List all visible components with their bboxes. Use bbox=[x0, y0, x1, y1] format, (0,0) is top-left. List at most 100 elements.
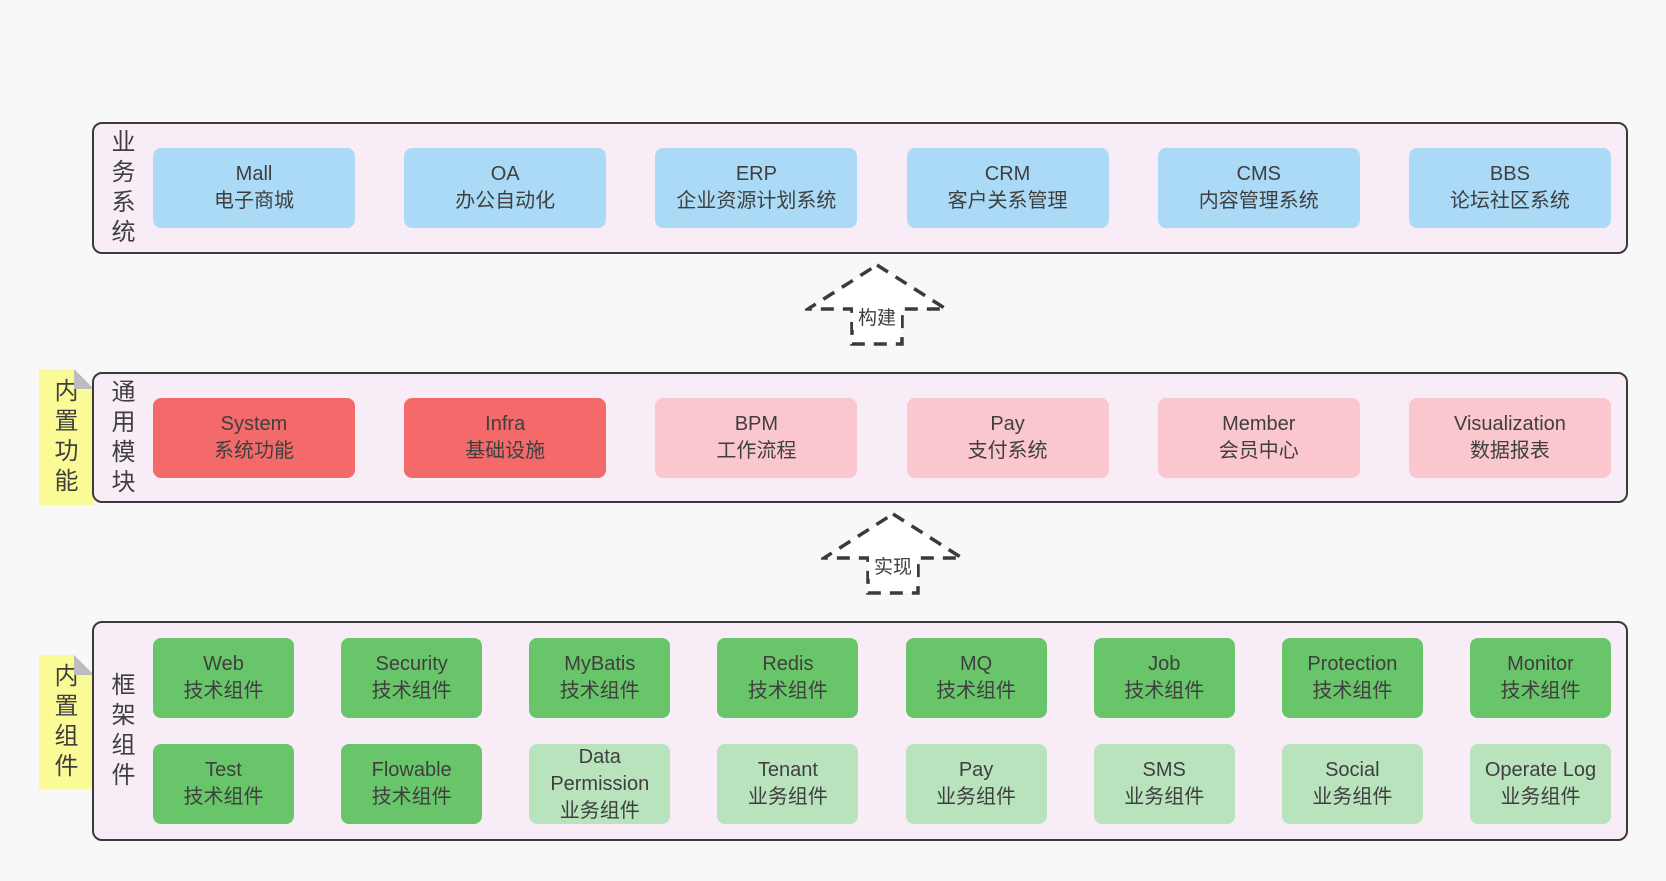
box-flowable: Flowable 技术组件 bbox=[341, 744, 483, 824]
box-oa: OA 办公自动化 bbox=[404, 148, 607, 228]
box-title: Data Permission bbox=[550, 745, 650, 795]
box-bbs: BBS 论坛社区系统 bbox=[1408, 148, 1611, 228]
arrow-build-label: 构建 bbox=[852, 303, 902, 330]
box-cms: CMS 内容管理系统 bbox=[1157, 148, 1360, 228]
box-title: BPM bbox=[734, 412, 779, 435]
box-title: System bbox=[220, 412, 288, 435]
box-subtitle: 基础设施 bbox=[465, 439, 546, 462]
box-subtitle: 业务组件 bbox=[936, 786, 1017, 808]
components-rows: Web 技术组件 Security 技术组件 MyBatis 技术组件 Redi… bbox=[153, 623, 1626, 839]
box-system: System 系统功能 bbox=[153, 397, 355, 478]
box-subtitle: 内容管理系统 bbox=[1198, 190, 1319, 212]
box-infra: Infra 基础设施 bbox=[404, 397, 607, 478]
box-operate-log: Operate Log 业务组件 bbox=[1469, 744, 1611, 824]
box-title: Operate Log bbox=[1484, 759, 1597, 781]
box-title: Member bbox=[1222, 412, 1296, 435]
box-title: Mall bbox=[235, 163, 273, 185]
box-subtitle: 电子商城 bbox=[214, 190, 294, 212]
box-title: Monitor bbox=[1507, 653, 1574, 675]
box-title: SMS bbox=[1142, 759, 1186, 781]
panel-framework-components: 框架组件 Web 技术组件 Security 技术组件 MyBatis 技术组件… bbox=[92, 621, 1628, 841]
box-title: Pay bbox=[990, 412, 1025, 435]
box-title: CRM bbox=[984, 163, 1031, 185]
box-subtitle: 客户关系管理 bbox=[947, 190, 1068, 212]
box-mq: MQ 技术组件 bbox=[905, 638, 1047, 718]
box-subtitle: 技术组件 bbox=[371, 786, 452, 808]
box-title: Tenant bbox=[757, 759, 818, 781]
box-subtitle: 业务组件 bbox=[1124, 786, 1205, 808]
box-sms: SMS 业务组件 bbox=[1093, 744, 1235, 824]
box-title: ERP bbox=[735, 163, 777, 185]
box-member: Member 会员中心 bbox=[1157, 397, 1360, 478]
box-mall: Mall 电子商城 bbox=[153, 148, 355, 228]
panel-common-modules: 通用模块 System 系统功能 Infra 基础设施 BPM 工作流程 Pay… bbox=[92, 372, 1628, 503]
arrow-implement: 实现 bbox=[821, 512, 965, 596]
box-subtitle: 支付系统 bbox=[967, 439, 1048, 462]
box-mybatis: MyBatis 技术组件 bbox=[529, 638, 671, 718]
layer-label-business: 业务系统 bbox=[111, 129, 136, 246]
box-title: BBS bbox=[1489, 163, 1530, 185]
box-test: Test 技术组件 bbox=[153, 744, 294, 824]
box-title: Security bbox=[375, 653, 448, 675]
box-job: Job 技术组件 bbox=[1093, 638, 1235, 718]
box-title: Infra bbox=[485, 412, 526, 435]
box-subtitle: 业务组件 bbox=[1312, 786, 1393, 808]
box-title: MyBatis bbox=[564, 653, 636, 675]
sticky-note-built-in-features: 内置功能 bbox=[39, 369, 94, 505]
sticky-note-text: 内置功能 bbox=[54, 378, 79, 495]
box-subtitle: 技术组件 bbox=[1124, 680, 1205, 702]
box-title: MQ bbox=[959, 653, 993, 675]
box-social: Social 业务组件 bbox=[1281, 744, 1423, 824]
box-subtitle: 技术组件 bbox=[559, 680, 640, 702]
layer-label-modules: 通用模块 bbox=[111, 378, 136, 496]
box-pay: Pay 支付系统 bbox=[906, 397, 1109, 478]
modules-boxes-row: System 系统功能 Infra 基础设施 BPM 工作流程 Pay 支付系统… bbox=[153, 374, 1626, 501]
box-title: CMS bbox=[1236, 163, 1281, 185]
box-title: Protection bbox=[1307, 653, 1398, 675]
business-boxes-row: Mall 电子商城 OA 办公自动化 ERP 企业资源计划系统 CRM 客户关系… bbox=[153, 124, 1626, 252]
components-row-2: Test 技术组件 Flowable 技术组件 Data Permission … bbox=[153, 744, 1611, 824]
box-redis: Redis 技术组件 bbox=[717, 638, 859, 718]
box-title: Job bbox=[1148, 653, 1181, 675]
box-subtitle: 业务组件 bbox=[559, 799, 640, 822]
box-bpm: BPM 工作流程 bbox=[655, 397, 858, 478]
box-title: Visualization bbox=[1453, 412, 1566, 435]
box-crm: CRM 客户关系管理 bbox=[906, 148, 1109, 228]
sticky-note-text: 内置组件 bbox=[54, 663, 79, 780]
box-subtitle: 数据报表 bbox=[1469, 439, 1550, 462]
box-subtitle: 技术组件 bbox=[747, 680, 828, 702]
layer-label-components: 框架组件 bbox=[111, 672, 136, 789]
box-title: Flowable bbox=[371, 759, 452, 781]
box-subtitle: 会员中心 bbox=[1218, 439, 1299, 462]
box-title: Pay bbox=[958, 759, 994, 781]
sticky-note-built-in-components: 内置组件 bbox=[39, 655, 94, 789]
box-title: Test bbox=[205, 759, 242, 781]
box-visualization: Visualization 数据报表 bbox=[1408, 397, 1611, 478]
box-subtitle: 业务组件 bbox=[747, 786, 828, 808]
box-subtitle: 技术组件 bbox=[936, 680, 1017, 702]
box-subtitle: 系统功能 bbox=[214, 439, 294, 462]
box-title: Web bbox=[203, 653, 244, 675]
box-tenant: Tenant 业务组件 bbox=[717, 744, 859, 824]
box-security: Security 技术组件 bbox=[341, 638, 483, 718]
box-erp: ERP 企业资源计划系统 bbox=[655, 148, 858, 228]
arrow-implement-label: 实现 bbox=[868, 552, 918, 579]
box-subtitle: 办公自动化 bbox=[455, 190, 556, 212]
box-subtitle: 业务组件 bbox=[1500, 786, 1581, 808]
box-subtitle: 企业资源计划系统 bbox=[676, 190, 837, 212]
box-subtitle: 技术组件 bbox=[1312, 680, 1393, 702]
box-pay-biz: Pay 业务组件 bbox=[905, 744, 1047, 824]
box-protection: Protection 技术组件 bbox=[1281, 638, 1423, 718]
box-data-permission: Data Permission 业务组件 bbox=[529, 744, 671, 824]
box-subtitle: 论坛社区系统 bbox=[1449, 190, 1570, 212]
panel-business-systems: 业务系统 Mall 电子商城 OA 办公自动化 ERP 企业资源计划系统 CRM… bbox=[92, 122, 1628, 254]
box-title: Redis bbox=[762, 653, 814, 675]
box-title: OA bbox=[490, 163, 520, 185]
arrow-build: 构建 bbox=[805, 263, 949, 347]
box-subtitle: 工作流程 bbox=[716, 439, 797, 462]
box-subtitle: 技术组件 bbox=[371, 680, 452, 702]
box-web: Web 技术组件 bbox=[153, 638, 294, 718]
box-title: Social bbox=[1325, 759, 1380, 781]
box-subtitle: 技术组件 bbox=[183, 786, 264, 808]
components-row-1: Web 技术组件 Security 技术组件 MyBatis 技术组件 Redi… bbox=[153, 638, 1611, 718]
